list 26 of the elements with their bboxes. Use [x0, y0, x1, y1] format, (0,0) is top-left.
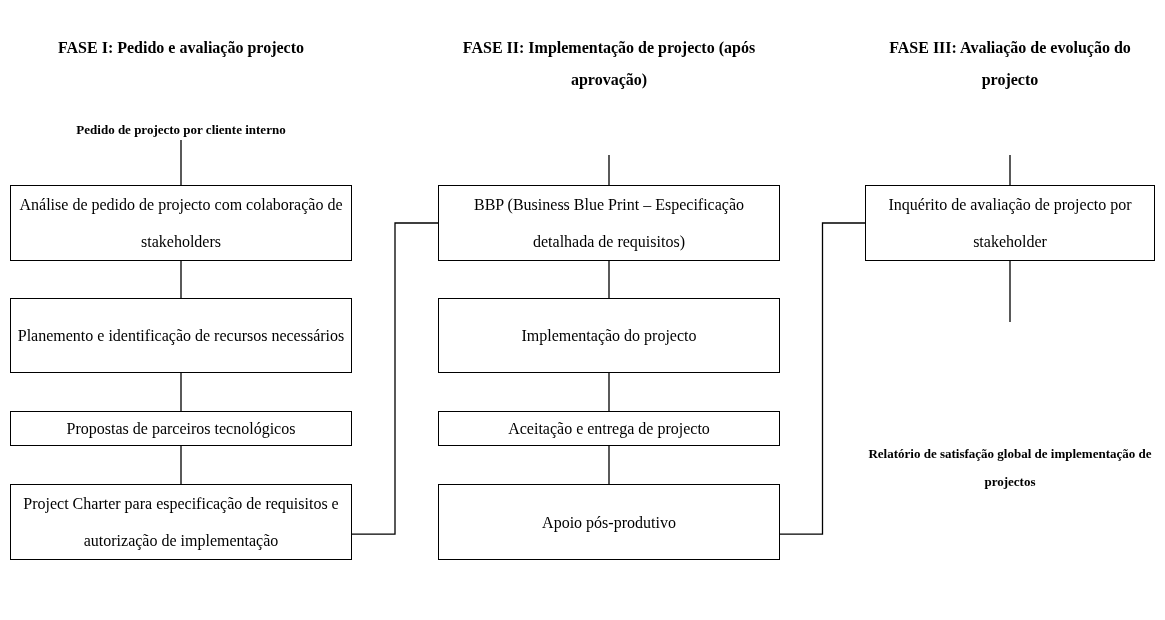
- connector-line: [351, 222, 439, 535]
- connector-line: [608, 154, 610, 186]
- process-box: Análise de pedido de projecto com colaboração de stakeholders: [10, 185, 352, 261]
- process-box: Implementação do projecto: [438, 298, 780, 373]
- connector-line: [1009, 154, 1011, 186]
- start-label: Pedido de projecto por cliente interno: [10, 120, 352, 140]
- connector-line: [608, 372, 610, 412]
- process-box: Inquérito de avaliação de projecto por stakeholder: [865, 185, 1155, 261]
- connector-line: [180, 139, 182, 186]
- connector-line: [1009, 260, 1011, 323]
- phase-heading: FASE III: Avaliação de evolução do projecto: [888, 38, 1132, 91]
- process-box: Project Charter para especificação de requisitos e autorização de implementação: [10, 484, 352, 560]
- process-box: Aceitação e entrega de projecto: [438, 411, 780, 446]
- process-box: Planemento e identificação de recursos necessários: [10, 298, 352, 373]
- connector-line: [779, 222, 866, 535]
- process-box: Propostas de parceiros tecnológicos: [10, 411, 352, 446]
- phase-heading: FASE II: Implementação de projecto (após aprovação): [461, 38, 757, 91]
- phase-heading: FASE I: Pedido e avaliação projecto: [56, 38, 305, 59]
- connector-line: [180, 445, 182, 485]
- process-box: BBP (Business Blue Print – Especificação detalhada de requisitos): [438, 185, 780, 261]
- report-note: Relatório de satisfação global de implementação de projectos: [867, 445, 1153, 491]
- connector-line: [608, 260, 610, 299]
- connector-line: [180, 372, 182, 412]
- connector-line: [180, 260, 182, 299]
- process-box: Apoio pós-produtivo: [438, 484, 780, 560]
- connector-line: [608, 445, 610, 485]
